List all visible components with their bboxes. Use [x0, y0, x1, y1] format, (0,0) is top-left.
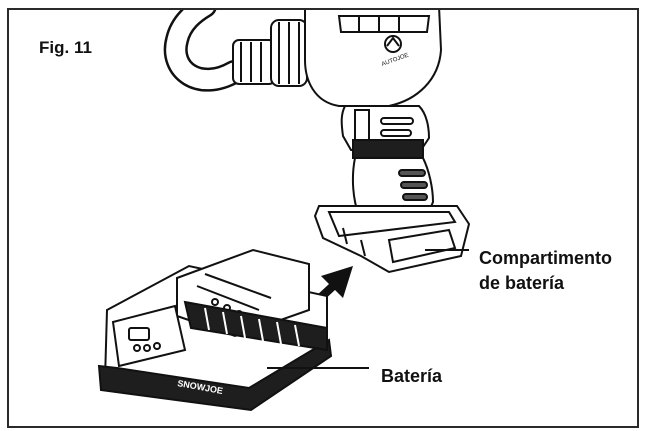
compartment-label-line1: Compartimento: [479, 248, 613, 268]
illustration: AUTOJOE: [97, 10, 471, 412]
air-hose: [163, 10, 246, 92]
logo-mark: [384, 35, 402, 53]
inflator-device: [232, 10, 471, 274]
battery-label: Batería: [381, 366, 443, 386]
figure-label: Fig. 11: [39, 38, 92, 57]
nozzle-fitting: [232, 39, 276, 85]
compartment-label-line2: de batería: [479, 273, 565, 293]
compartment-callout: Compartimento de batería: [479, 246, 612, 296]
figure-frame: AUTOJOE: [7, 8, 639, 428]
